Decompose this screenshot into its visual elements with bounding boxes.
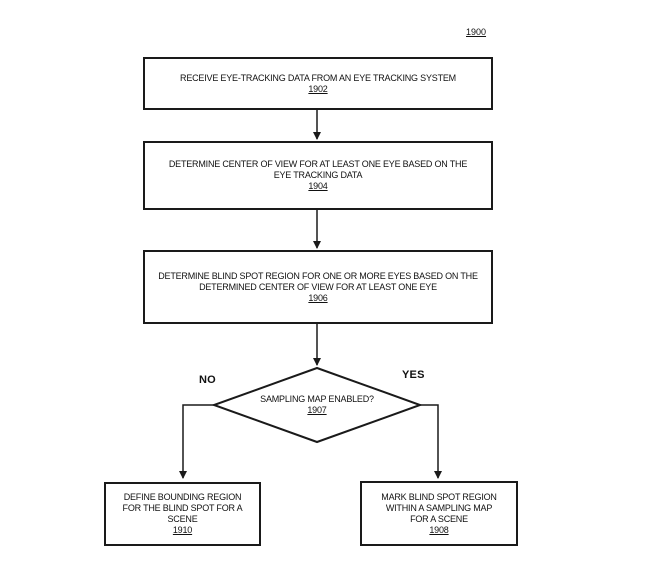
branch-label-no: NO — [199, 374, 216, 386]
step-1904-text: DETERMINE CENTER OF VIEW FOR AT LEAST ON… — [168, 159, 468, 180]
branch-label-yes: YES — [402, 369, 425, 381]
step-1904-determine-center-of-view: DETERMINE CENTER OF VIEW FOR AT LEAST ON… — [143, 141, 493, 210]
step-1906-text: DETERMINE BLIND SPOT REGION FOR ONE OR M… — [158, 270, 478, 292]
step-1910-text: DEFINE BOUNDING REGION FOR THE BLIND SPO… — [122, 492, 243, 524]
arrow-no-branch — [179, 404, 214, 479]
decision-label: SAMPLING MAP ENABLED? 1907 — [244, 394, 390, 416]
step-1902-ref: 1902 — [308, 83, 328, 94]
step-1908-mark-blind-spot-region: MARK BLIND SPOT REGION WITHIN A SAMPLING… — [360, 481, 518, 546]
step-1906-determine-blind-spot-region: DETERMINE BLIND SPOT REGION FOR ONE OR M… — [143, 250, 493, 324]
step-1910-define-bounding-region: DEFINE BOUNDING REGION FOR THE BLIND SPO… — [104, 482, 261, 546]
step-1908-text: MARK BLIND SPOT REGION WITHIN A SAMPLING… — [381, 491, 497, 524]
figure-reference-number: 1900 — [466, 27, 487, 37]
step-1906-ref: 1906 — [308, 292, 328, 303]
decision-diamond — [211, 366, 423, 444]
step-1902-receive-eye-tracking-data: RECEIVE EYE-TRACKING DATA FROM AN EYE TR… — [143, 57, 493, 110]
decision-text: SAMPLING MAP ENABLED? — [260, 394, 374, 404]
decision-ref: 1907 — [307, 405, 327, 415]
step-1908-ref: 1908 — [429, 524, 449, 535]
step-1904-ref: 1904 — [308, 181, 328, 191]
arrow-yes-branch — [420, 404, 442, 479]
step-1910-ref: 1910 — [172, 525, 193, 535]
step-1902-text: RECEIVE EYE-TRACKING DATA FROM AN EYE TR… — [180, 72, 456, 83]
